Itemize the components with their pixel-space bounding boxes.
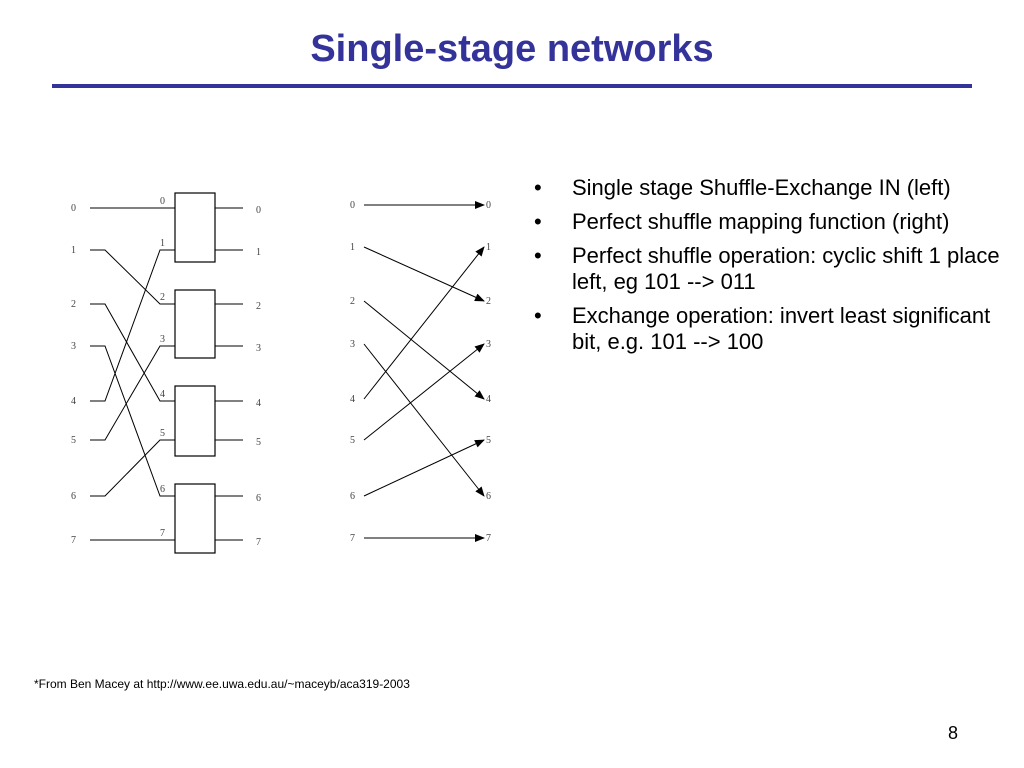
- shuffle-wire: [90, 249, 175, 305]
- bullet-item: • Single stage Shuffle-Exchange IN (left): [530, 175, 1000, 201]
- bullet-text: Single stage Shuffle-Exchange IN (left): [572, 175, 951, 200]
- input-label: 4: [71, 396, 76, 407]
- shuffle-arrow: [363, 246, 485, 302]
- output-label: 6: [486, 491, 491, 502]
- perfect-shuffle-network: 0 1 2 3 4 5 6 7 0 1 2 3 4 5 6 7: [350, 200, 491, 544]
- bullet-item: • Perfect shuffle mapping function (right…: [530, 209, 1000, 235]
- switch-port-label: 4: [160, 389, 165, 400]
- input-label: 1: [71, 245, 76, 256]
- switch-port-label: 2: [160, 292, 165, 303]
- shuffle-arrow: [363, 343, 485, 497]
- source-footnote: *From Ben Macey at http://www.ee.uwa.edu…: [34, 677, 410, 691]
- input-label: 6: [350, 491, 355, 502]
- shuffle-wire: [90, 345, 175, 441]
- output-label: 4: [486, 394, 491, 405]
- exchange-switch-box: [174, 483, 216, 554]
- shuffle-exchange-network: 0 1 2 3 4 5 6 7 0 1 2 3 4 5 6 7 0 1 2 3 4 5 6 7: [71, 192, 261, 554]
- input-label: 4: [350, 394, 355, 405]
- input-label: 7: [71, 535, 76, 546]
- output-label: 1: [256, 247, 261, 258]
- switch-port-label: 5: [160, 428, 165, 439]
- output-label: 6: [256, 493, 261, 504]
- input-label: 5: [350, 435, 355, 446]
- switch-port-label: 7: [160, 528, 165, 539]
- input-label: 3: [71, 341, 76, 352]
- input-label: 0: [350, 200, 355, 211]
- bullet-text: Perfect shuffle mapping function (right): [572, 209, 950, 234]
- output-label: 5: [486, 435, 491, 446]
- shuffle-wire: [90, 249, 175, 402]
- bullet-text: Perfect shuffle operation: cyclic shift …: [572, 243, 1000, 294]
- output-label: 0: [256, 205, 261, 216]
- bullet-list: • Single stage Shuffle-Exchange IN (left)…: [530, 175, 1000, 363]
- switch-port-label: 3: [160, 334, 165, 345]
- shuffle-arrow: [363, 343, 485, 441]
- page-number: 8: [948, 723, 959, 743]
- output-label: 7: [486, 533, 491, 544]
- exchange-switch-box: [174, 385, 216, 457]
- exchange-switch-box: [174, 192, 216, 263]
- bullet-dot-icon: •: [534, 209, 542, 234]
- input-label: 0: [71, 203, 76, 214]
- output-label: 1: [486, 242, 491, 253]
- switch-port-label: 0: [160, 196, 165, 207]
- shuffle-arrow: [363, 439, 485, 497]
- input-label: 3: [350, 339, 355, 350]
- bullet-dot-icon: •: [534, 243, 542, 268]
- shuffle-arrow: [363, 246, 485, 400]
- slide-title: Single-stage networks: [310, 28, 714, 70]
- output-label: 0: [486, 200, 491, 211]
- bullet-dot-icon: •: [534, 175, 542, 200]
- bullet-item: • Perfect shuffle operation: cyclic shift…: [530, 243, 1000, 295]
- output-label: 7: [256, 537, 261, 548]
- output-label: 2: [486, 296, 491, 307]
- bullet-item: • Exchange operation: invert least signif…: [530, 303, 1000, 355]
- exchange-switch-box: [174, 289, 216, 359]
- title-rule: [52, 84, 972, 88]
- bullet-text: Exchange operation: invert least signifi…: [572, 303, 991, 354]
- input-label: 7: [350, 533, 355, 544]
- input-label: 2: [350, 296, 355, 307]
- input-label: 1: [350, 242, 355, 253]
- shuffle-wire: [90, 439, 175, 497]
- bullet-dot-icon: •: [534, 303, 542, 328]
- output-label: 2: [256, 301, 261, 312]
- switch-port-label: 6: [160, 484, 165, 495]
- output-label: 3: [486, 339, 491, 350]
- input-label: 6: [71, 491, 76, 502]
- shuffle-wire: [90, 345, 175, 497]
- output-label: 5: [256, 437, 261, 448]
- output-label: 4: [256, 398, 261, 409]
- input-label: 2: [71, 299, 76, 310]
- input-label: 5: [71, 435, 76, 446]
- shuffle-wire: [90, 303, 175, 402]
- output-label: 3: [256, 343, 261, 354]
- switch-port-label: 1: [160, 238, 165, 249]
- shuffle-arrow: [363, 300, 485, 400]
